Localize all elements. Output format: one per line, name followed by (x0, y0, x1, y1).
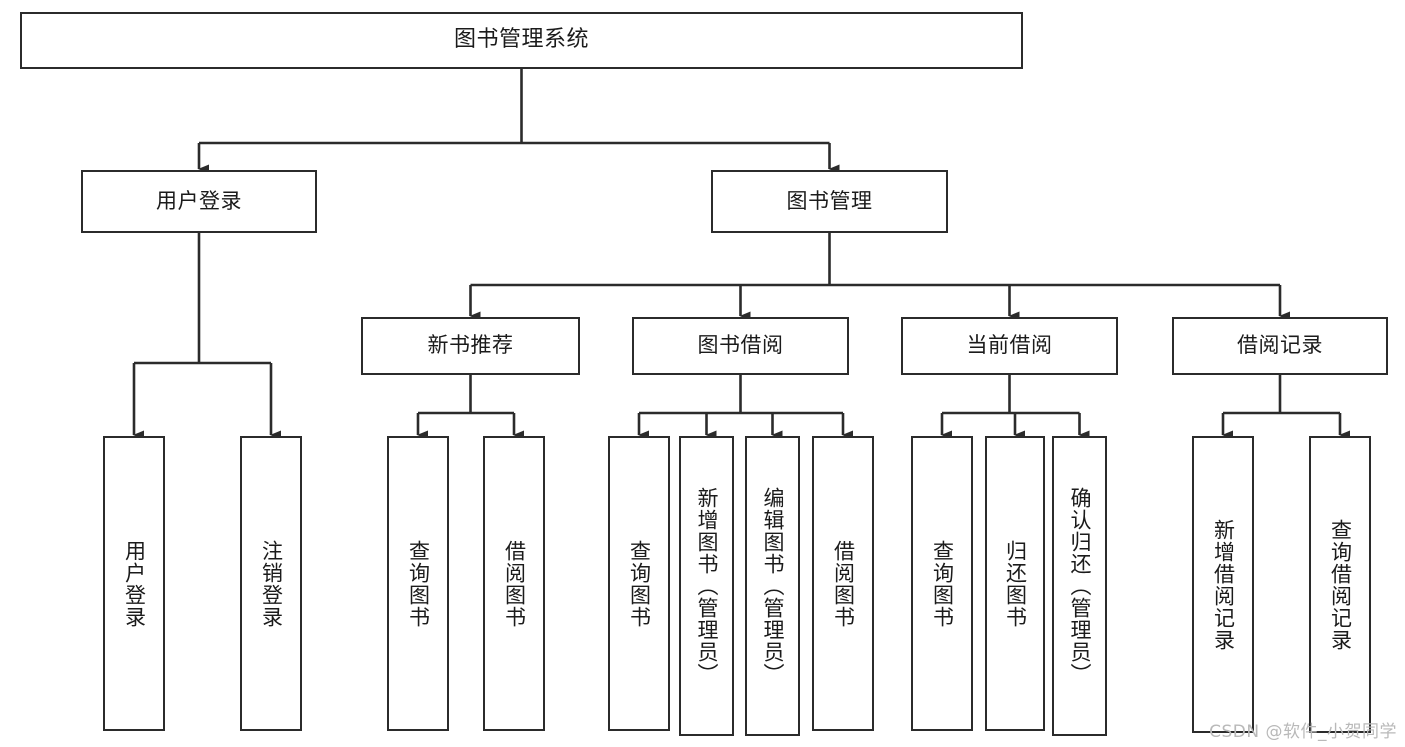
node-leaf-borrow-book-2[interactable]: 借阅图书 (812, 436, 874, 731)
node-label: 图书管理系统 (453, 27, 589, 53)
node-leaf-confirm-return[interactable]: 确认归还（管理员） (1052, 436, 1107, 736)
node-label: 新增图书（管理员） (694, 487, 719, 685)
node-book-borrow[interactable]: 图书借阅 (632, 317, 849, 375)
node-leaf-query-book-2[interactable]: 查询图书 (608, 436, 670, 731)
node-leaf-logout[interactable]: 注销登录 (240, 436, 302, 731)
node-label: 图书管理 (786, 188, 873, 213)
node-label: 新增借阅记录 (1211, 518, 1236, 651)
node-borrow-record[interactable]: 借阅记录 (1172, 317, 1388, 375)
node-current-borrow[interactable]: 当前借阅 (901, 317, 1118, 375)
node-leaf-add-record[interactable]: 新增借阅记录 (1192, 436, 1254, 733)
node-label: 图书借阅 (697, 333, 784, 358)
node-leaf-query-record[interactable]: 查询借阅记录 (1309, 436, 1371, 733)
node-label: 用户登录 (122, 539, 147, 628)
node-label: 注销登录 (259, 539, 284, 628)
node-label: 查询图书 (930, 539, 955, 628)
node-label: 借阅图书 (831, 539, 856, 628)
node-leaf-return-book[interactable]: 归还图书 (985, 436, 1045, 731)
node-label: 编辑图书（管理员） (760, 487, 785, 685)
node-label: 查询图书 (627, 539, 652, 628)
node-leaf-borrow-book-1[interactable]: 借阅图书 (483, 436, 545, 731)
node-label: 用户登录 (156, 188, 242, 213)
node-root[interactable]: 图书管理系统 (20, 12, 1023, 69)
node-label: 当前借阅 (966, 333, 1053, 358)
node-label: 借阅记录 (1237, 333, 1323, 358)
node-leaf-query-book-1[interactable]: 查询图书 (387, 436, 449, 731)
node-leaf-edit-book[interactable]: 编辑图书（管理员） (745, 436, 800, 736)
node-label: 查询借阅记录 (1328, 518, 1353, 651)
node-user-login[interactable]: 用户登录 (81, 170, 317, 233)
node-label: 新书推荐 (427, 333, 514, 358)
node-leaf-user-login[interactable]: 用户登录 (103, 436, 165, 731)
node-new-book-rec[interactable]: 新书推荐 (361, 317, 580, 375)
node-leaf-query-book-3[interactable]: 查询图书 (911, 436, 973, 731)
node-label: 借阅图书 (502, 539, 527, 628)
watermark: CSDN @软件_小贺同学 (1209, 722, 1397, 742)
node-label: 查询图书 (406, 539, 431, 628)
node-label: 归还图书 (1003, 539, 1028, 628)
node-label: 确认归还（管理员） (1067, 487, 1092, 685)
node-book-manage[interactable]: 图书管理 (711, 170, 948, 233)
node-leaf-add-book[interactable]: 新增图书（管理员） (679, 436, 734, 736)
